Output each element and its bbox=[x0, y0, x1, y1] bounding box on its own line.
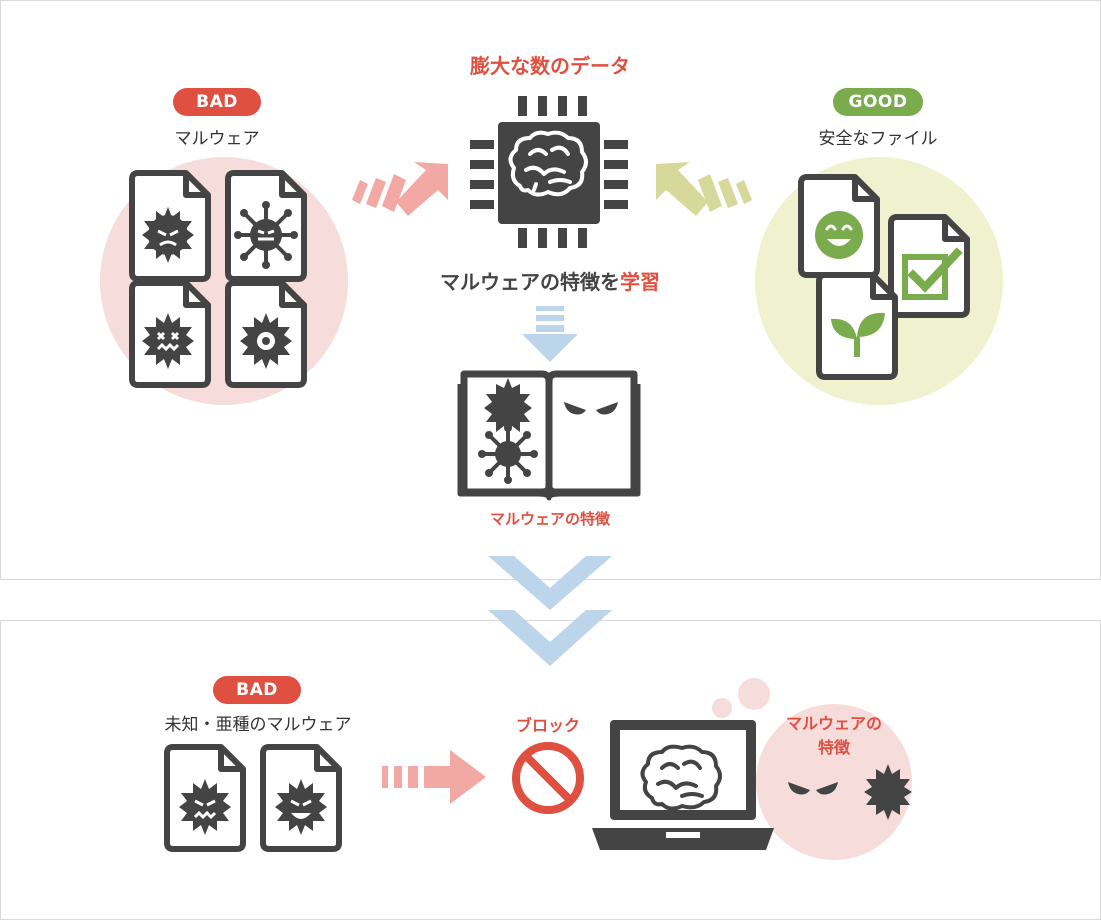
brain-icon bbox=[508, 130, 588, 197]
down-arrow-learn bbox=[522, 306, 578, 362]
smile-file-icon bbox=[798, 174, 880, 278]
virus-icon bbox=[478, 424, 538, 484]
check-file-icon bbox=[888, 214, 970, 318]
bad-caption: マルウェア bbox=[174, 129, 260, 149]
input-arrow-good bbox=[656, 162, 752, 216]
bubble-icons bbox=[788, 764, 912, 820]
input-arrow-bad bbox=[352, 162, 448, 216]
ai-chip-brain-icon bbox=[470, 96, 628, 248]
evil-eyes-icon bbox=[788, 782, 838, 795]
learning-label-highlight: 学習 bbox=[620, 270, 660, 294]
book-caption: マルウェアの特徴 bbox=[489, 510, 610, 528]
malware-file-icon bbox=[129, 280, 211, 388]
block-label: ブロック bbox=[515, 716, 580, 735]
unknown-caption: 未知・亜種のマルウェア bbox=[164, 715, 352, 735]
good-caption: 安全なファイル bbox=[818, 129, 938, 149]
bubble-label-line1: マルウェアの bbox=[785, 714, 882, 733]
thought-bubble bbox=[712, 678, 912, 860]
malware-file-icon bbox=[129, 170, 211, 282]
malware-spiky-icon bbox=[484, 378, 532, 436]
evil-eyes-icon bbox=[564, 402, 618, 415]
learning-label: マルウェアの特徴を学習 bbox=[400, 266, 700, 295]
safe-files-group bbox=[755, 157, 1003, 405]
learning-label-prefix: マルウェアの特徴を bbox=[440, 270, 620, 294]
unknown-malware-files bbox=[164, 744, 342, 852]
bad-badge: BAD bbox=[173, 88, 261, 116]
virus-file-icon bbox=[225, 280, 307, 388]
laptop-icon bbox=[592, 720, 774, 850]
malware-file-icon bbox=[164, 744, 246, 852]
double-chevron-down-icon bbox=[488, 556, 612, 666]
unknown-bad-badge: BAD bbox=[213, 676, 301, 704]
block-prohibited-icon bbox=[512, 742, 584, 814]
brain-icon bbox=[640, 744, 722, 811]
bubble-label-line2: 特徴 bbox=[817, 738, 850, 757]
bubble-label: マルウェアの特徴 bbox=[770, 712, 898, 760]
good-badge: GOOD bbox=[833, 88, 923, 116]
virus-file-icon bbox=[225, 170, 307, 282]
malware-spiky-icon bbox=[864, 764, 912, 820]
malware-file-icon bbox=[260, 744, 342, 852]
attack-arrow bbox=[382, 750, 486, 804]
malware-files-group bbox=[100, 157, 348, 405]
malware-signature-book-icon bbox=[457, 370, 641, 501]
sprout-file-icon bbox=[816, 272, 898, 380]
big-data-title: 膨大な数のデータ bbox=[470, 54, 630, 78]
